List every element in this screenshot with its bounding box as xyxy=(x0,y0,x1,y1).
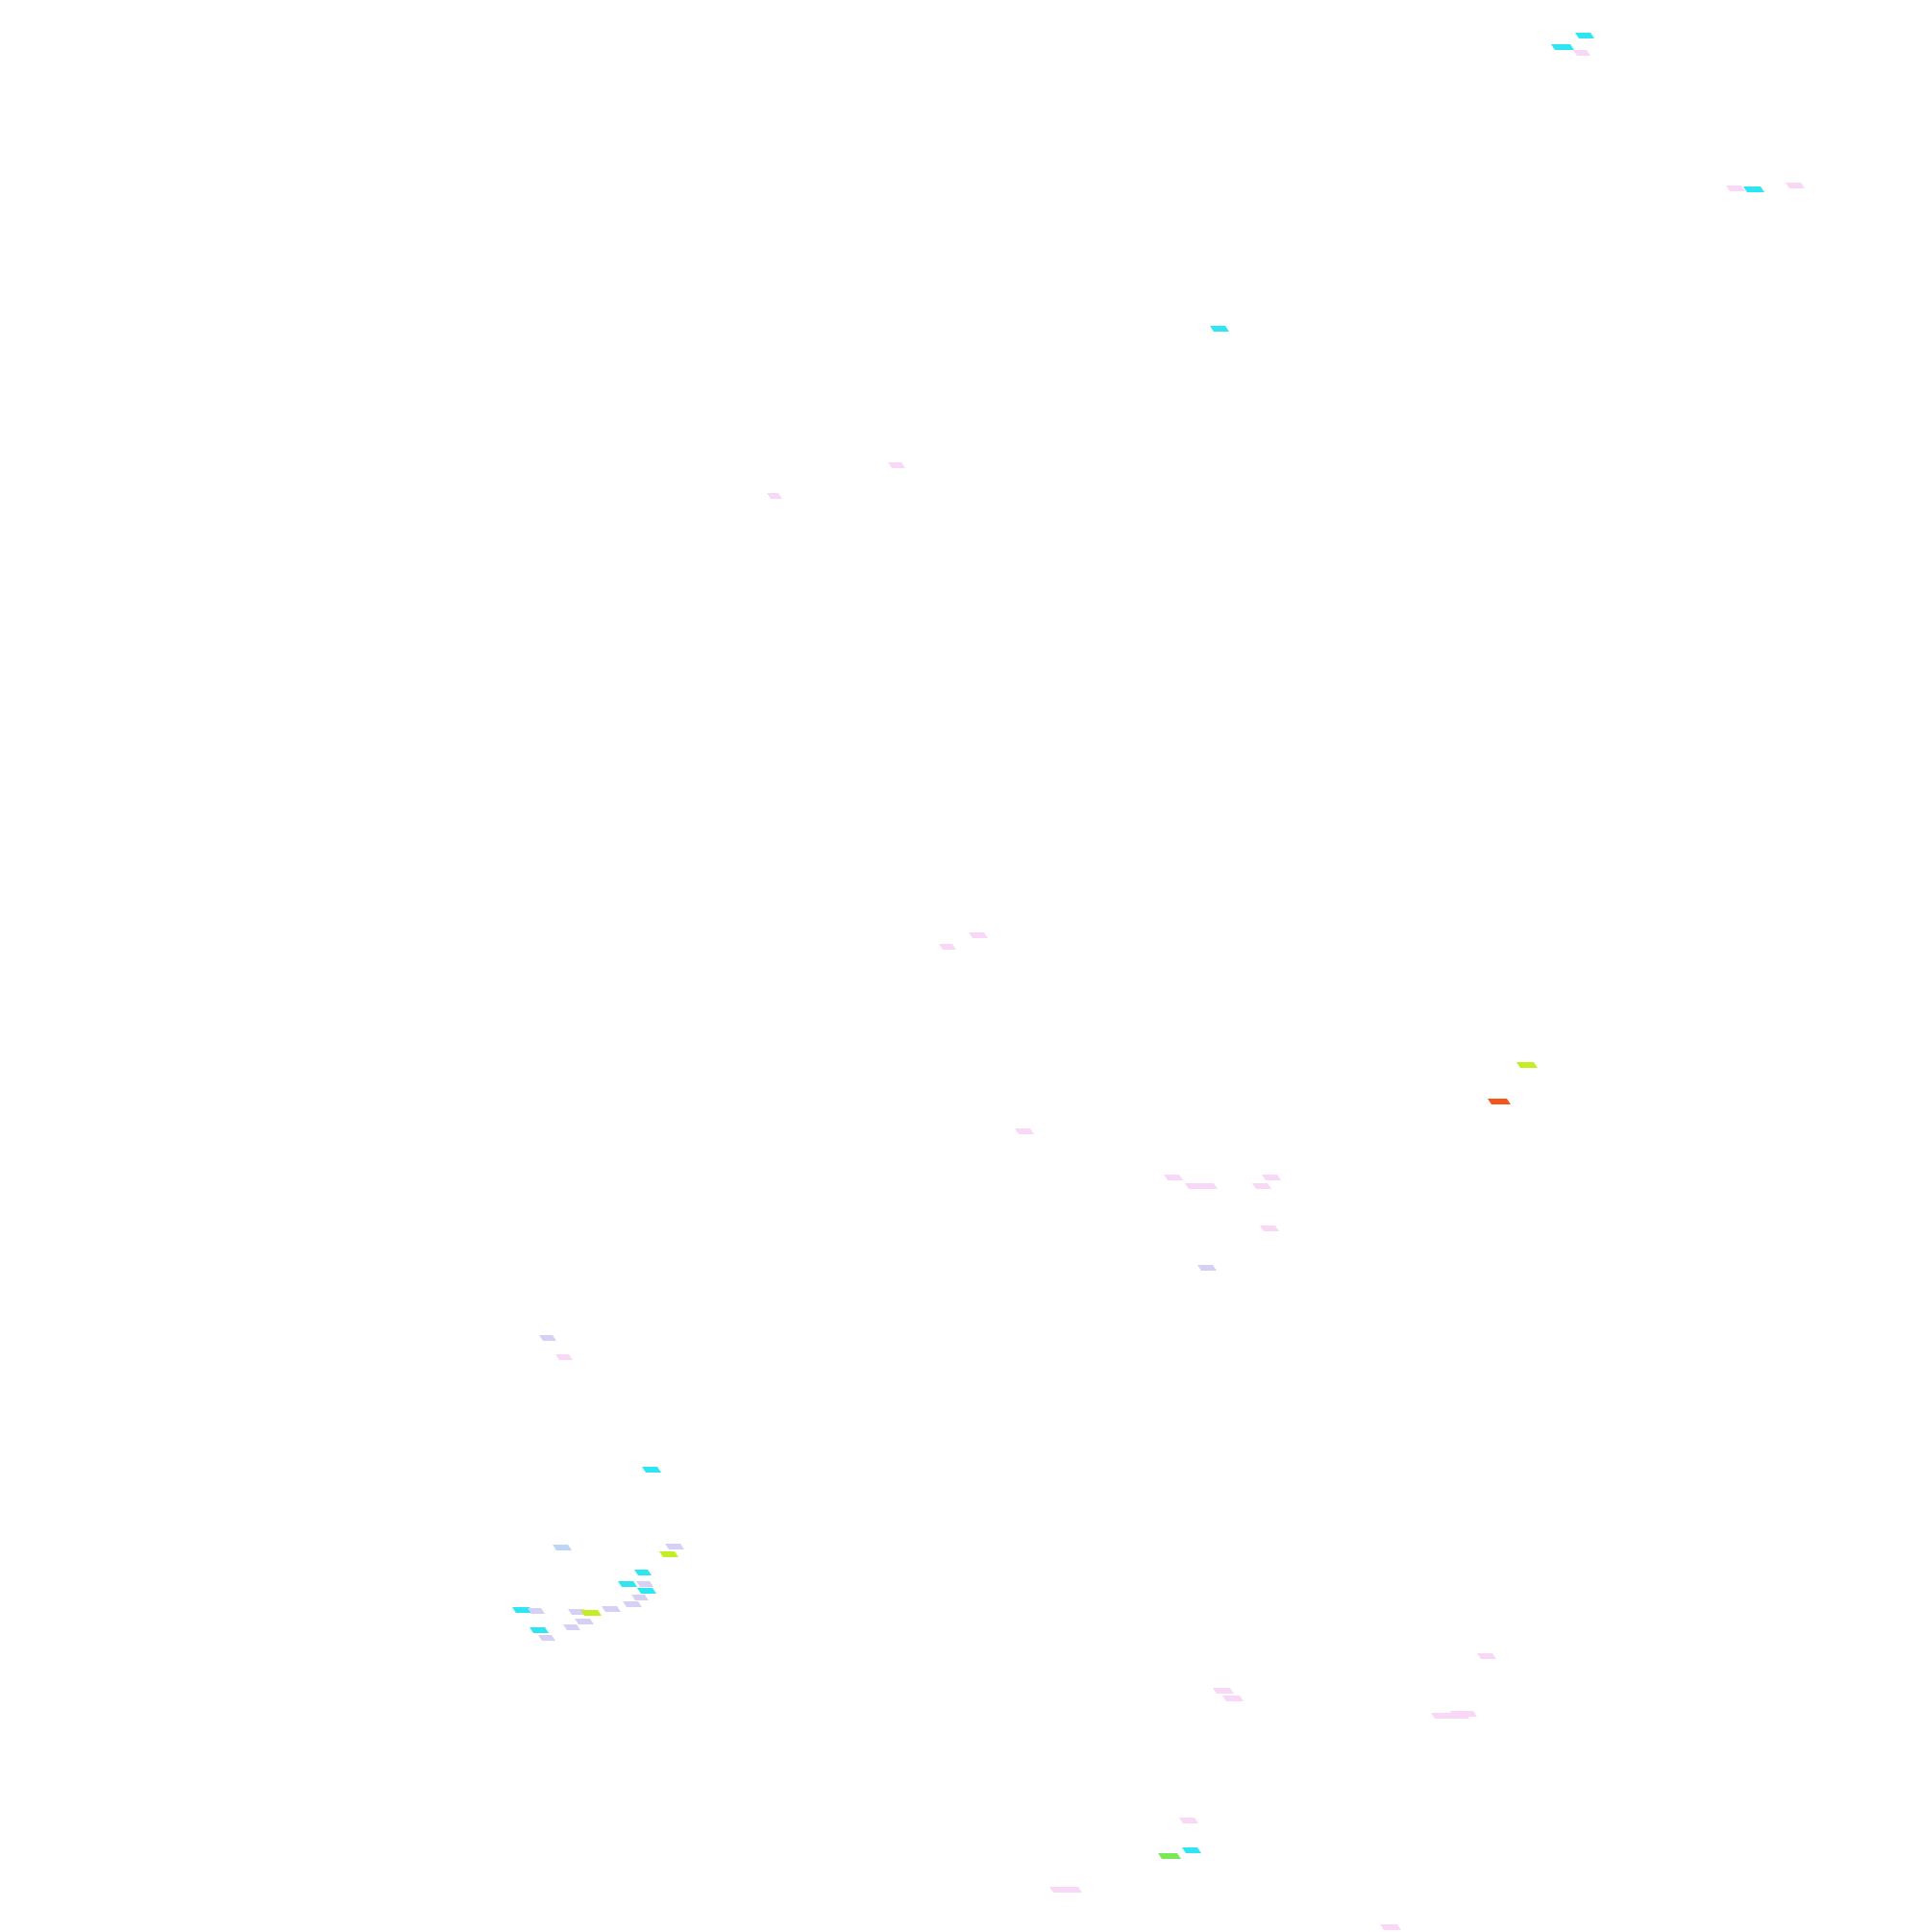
color-fleck-lavender xyxy=(538,1635,555,1641)
color-fleck-pale-pink xyxy=(1222,1696,1244,1701)
color-fleck-pale-pink xyxy=(1573,50,1590,56)
color-fleck-lavender xyxy=(665,1544,684,1549)
color-fleck-cyan xyxy=(1210,326,1229,332)
color-fleck-lavender xyxy=(563,1624,580,1630)
color-fleck-pale-pink xyxy=(1726,186,1745,191)
color-fleck-cyan xyxy=(1551,44,1574,50)
color-fleck-pale-pink xyxy=(888,462,905,468)
color-fleck-lime xyxy=(1516,1062,1538,1068)
color-fleck-pale-pink xyxy=(555,1354,573,1360)
color-fleck-pale-pink xyxy=(1015,1128,1034,1134)
color-fleck-pale-pink xyxy=(1252,1183,1271,1189)
color-fleck-pale-pink xyxy=(1049,1887,1082,1893)
color-fleck-pale-pink xyxy=(1262,1175,1281,1180)
color-fleck-green xyxy=(1158,1853,1181,1859)
color-fleck-cyan xyxy=(1182,1847,1201,1853)
color-fleck-pale-pink xyxy=(1260,1226,1279,1231)
color-fleck-pale-pink xyxy=(1477,1653,1496,1659)
color-fleck-pale-pink xyxy=(1450,1711,1477,1717)
color-fleck-cyan xyxy=(530,1627,549,1633)
color-fleck-lavender xyxy=(631,1595,649,1600)
color-fleck-cyan xyxy=(637,1588,656,1594)
color-fleck-pale-pink xyxy=(1164,1175,1183,1180)
color-fleck-lavender xyxy=(636,1581,653,1587)
color-fleck-light-blue xyxy=(553,1545,572,1550)
color-fleck-pale-pink xyxy=(1380,1924,1401,1930)
color-fleck-pale-pink xyxy=(969,932,988,938)
color-fleck-cyan xyxy=(1575,33,1594,38)
color-fleck-lavender xyxy=(602,1606,621,1612)
color-fleck-orange-red xyxy=(1488,1099,1511,1104)
color-fleck-cyan xyxy=(642,1467,661,1473)
color-fleck-lavender xyxy=(1197,1265,1217,1271)
color-fleck-cyan xyxy=(1743,186,1764,192)
color-fleck-lavender xyxy=(623,1601,642,1607)
color-fleck-cyan xyxy=(634,1570,652,1575)
color-fleck-cyan xyxy=(618,1581,637,1587)
color-fleck-pale-pink xyxy=(1213,1688,1234,1694)
color-fleck-pale-pink xyxy=(1179,1818,1198,1823)
color-fleck-lime xyxy=(580,1610,602,1616)
color-fleck-lime xyxy=(659,1551,678,1557)
color-fleck-pale-pink xyxy=(1786,183,1805,188)
color-fleck-pale-pink xyxy=(939,944,956,950)
color-fleck-pale-pink xyxy=(1185,1183,1218,1189)
color-fleck-lavender xyxy=(539,1335,556,1341)
color-fleck-lavender xyxy=(528,1608,545,1614)
color-fleck-pale-pink xyxy=(767,493,782,499)
color-fleck-lavender xyxy=(575,1619,594,1624)
